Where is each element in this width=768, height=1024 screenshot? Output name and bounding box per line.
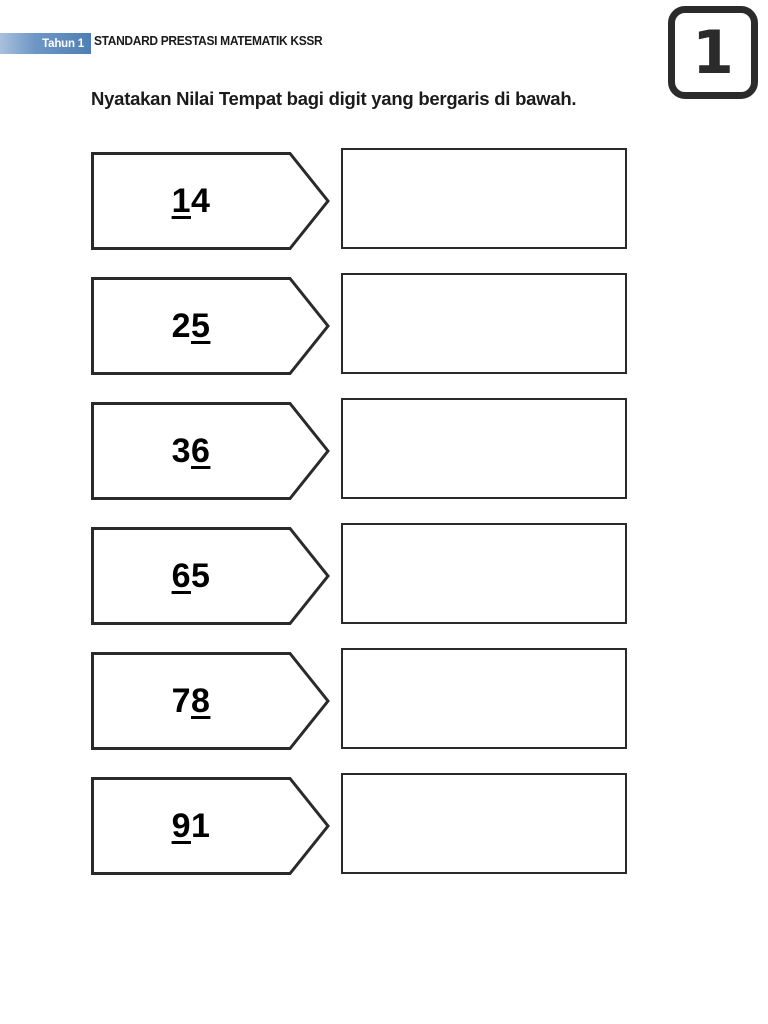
header-year-badge: Tahun 1 (0, 33, 91, 54)
arrow-shape-icon (91, 152, 330, 250)
answer-box[interactable] (341, 273, 627, 374)
answer-box[interactable] (341, 773, 627, 874)
digit-plain-prefix: 3 (171, 431, 191, 470)
digit-plain-suffix: 1 (191, 806, 211, 845)
digit-underlined: 5 (191, 306, 211, 345)
digit-underlined: 9 (171, 806, 191, 845)
page-header: Tahun 1 STANDARD PRESTASI MATEMATIK KSSR (0, 33, 768, 55)
answer-box[interactable] (341, 648, 627, 749)
digit-underlined: 6 (191, 431, 211, 470)
instruction-text: Nyatakan Nilai Tempat bagi digit yang be… (91, 88, 577, 109)
header-year-label: Tahun 1 (42, 37, 84, 50)
arrow-shape-icon (91, 652, 330, 750)
page-number-value: 1 (692, 17, 734, 88)
digit-underlined: 6 (171, 556, 191, 595)
page-number-badge: 1 (668, 6, 758, 99)
digit-plain-prefix: 7 (171, 681, 191, 720)
digit-underlined: 8 (191, 681, 211, 720)
digit-plain-suffix: 4 (191, 181, 211, 220)
digit-plain-prefix: 2 (171, 306, 191, 345)
arrow-shape-icon (91, 402, 330, 500)
answer-box[interactable] (341, 523, 627, 624)
arrow-shape-icon (91, 527, 330, 625)
arrow-shape-icon (91, 277, 330, 375)
digit-underlined: 1 (171, 181, 191, 220)
answer-box[interactable] (341, 148, 627, 249)
arrow-shape-icon (91, 777, 330, 875)
digit-plain-suffix: 5 (191, 556, 211, 595)
header-subject-title: STANDARD PRESTASI MATEMATIK KSSR (94, 34, 323, 48)
answer-box[interactable] (341, 398, 627, 499)
